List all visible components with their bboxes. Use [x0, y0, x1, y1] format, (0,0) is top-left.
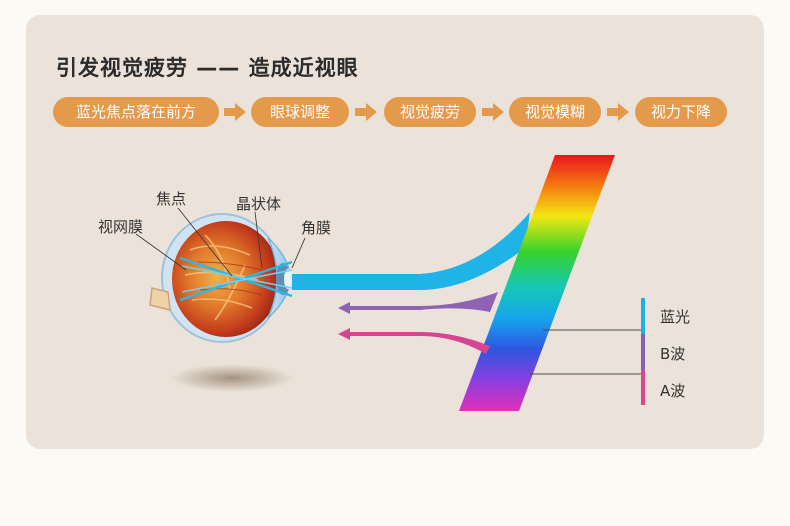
focus-label: 焦点	[156, 190, 187, 208]
legend-b-wave: B波	[660, 345, 686, 363]
eye-shadow	[170, 364, 294, 392]
page-title: 引发视觉疲劳 —— 造成近视眼	[56, 56, 359, 80]
focus-rays	[179, 256, 293, 302]
flow-step-blurred-vision: 视觉模糊	[509, 97, 601, 127]
light-spectrum-band	[459, 155, 615, 411]
blue-light-beam	[292, 212, 530, 290]
violet-arrow-icon	[338, 302, 350, 314]
process-flow: 蓝光焦点落在前方 眼球调整 视觉疲劳 视觉模糊 视力下降	[0, 0, 790, 140]
legend-blue-light: 蓝光	[660, 308, 691, 326]
spectrum-legend-lines	[530, 298, 645, 405]
pink-arrow-icon	[338, 328, 350, 340]
flow-arrow-icon	[607, 103, 629, 121]
retina-label: 视网膜	[98, 218, 144, 236]
pink-beam	[345, 332, 490, 354]
flow-step-eye-adjust: 眼球调整	[251, 97, 349, 127]
violet-beam	[345, 292, 498, 312]
flow-arrow-icon	[355, 103, 377, 121]
lens-label: 晶状体	[236, 195, 282, 213]
cornea-label: 角膜	[301, 219, 332, 237]
label-pointers	[135, 207, 306, 277]
legend-a-wave: A波	[660, 382, 686, 400]
flow-step-visual-fatigue: 视觉疲劳	[384, 97, 476, 127]
flow-step-vision-decline: 视力下降	[635, 97, 727, 127]
eyeball-illustration	[149, 213, 292, 343]
flow-step-blue-light-focus: 蓝光焦点落在前方	[53, 97, 219, 127]
flow-arrow-icon	[224, 103, 246, 121]
flow-arrow-icon	[482, 103, 504, 121]
